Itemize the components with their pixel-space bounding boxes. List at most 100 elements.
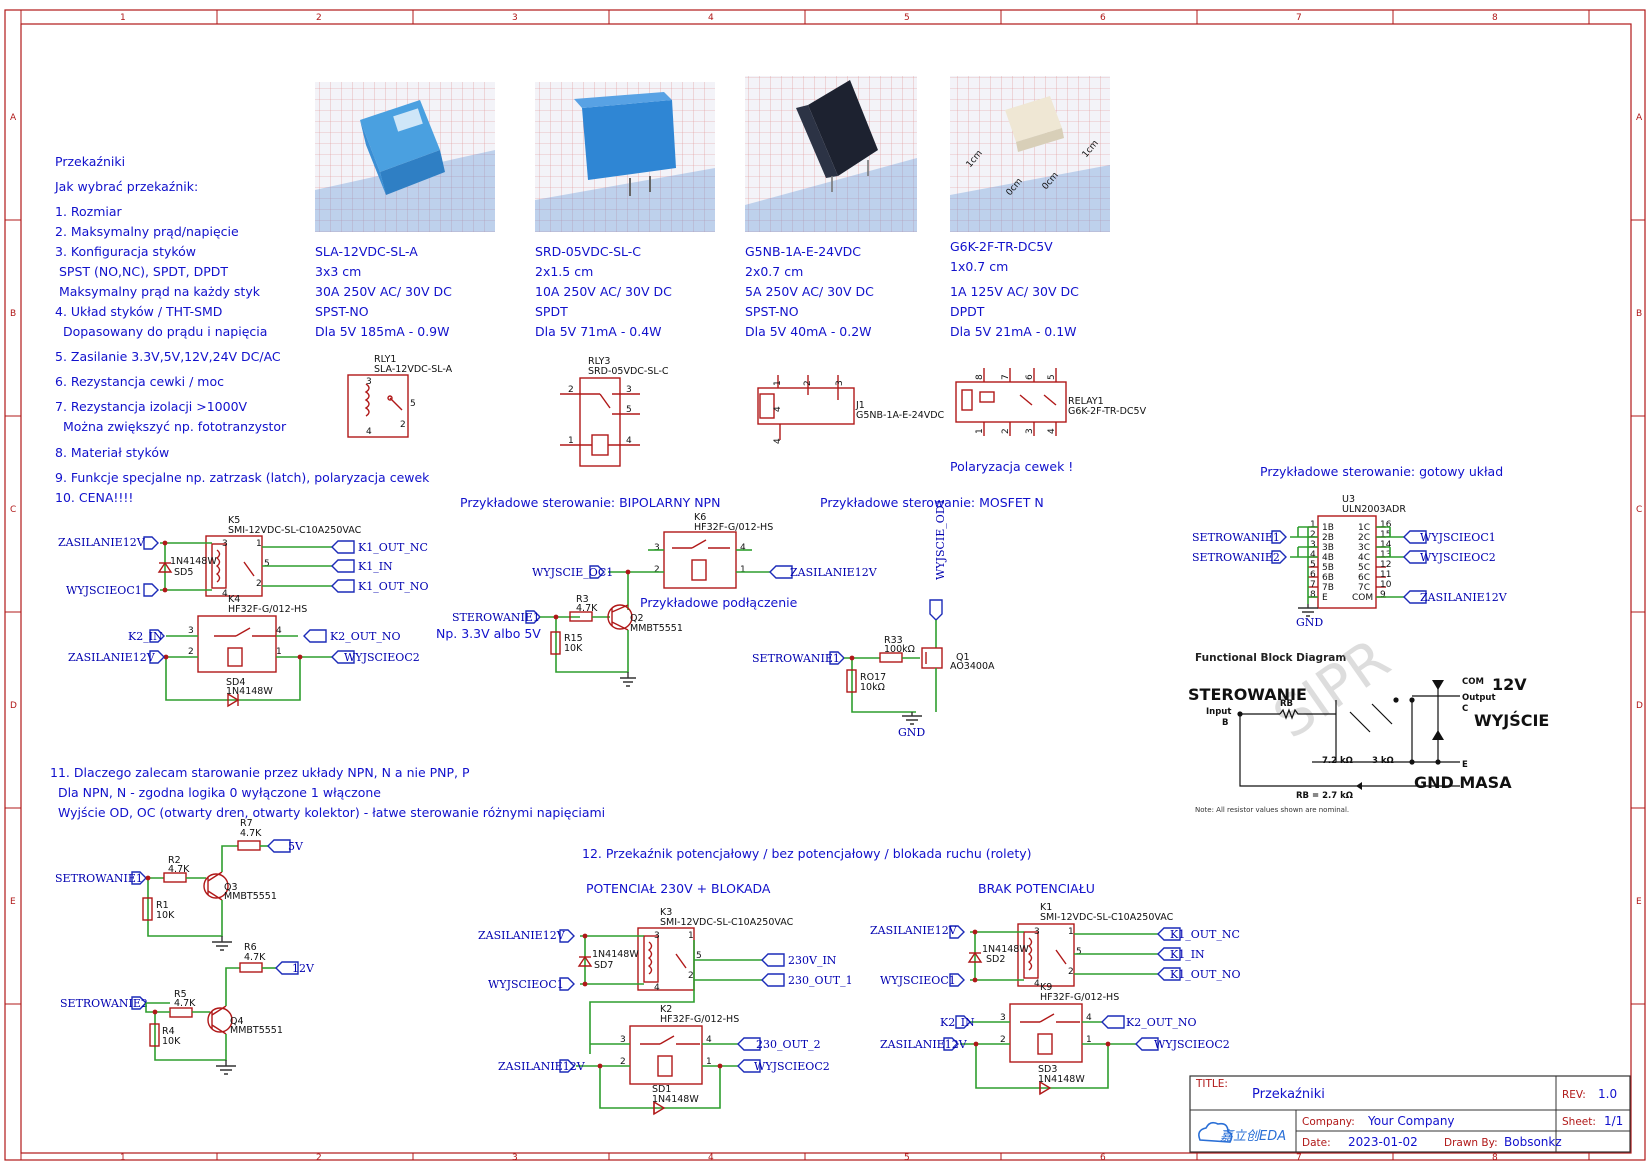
svg-text:Q1: Q1 <box>956 652 970 663</box>
svg-text:K1_OUT_NC: K1_OUT_NC <box>358 541 428 554</box>
col-label: 6 <box>1100 13 1106 23</box>
svg-text:3: 3 <box>835 380 845 386</box>
svg-text:1N4148W: 1N4148W <box>982 944 1029 955</box>
svg-text:3 kΩ: 3 kΩ <box>1372 756 1394 766</box>
row-label: B <box>10 309 16 319</box>
functional-block-diagram: Functional Block Diagram SIPR COM Output… <box>1188 627 1549 814</box>
svg-text:SMI-12VDC-SL-C10A250VAC: SMI-12VDC-SL-C10A250VAC <box>1040 912 1174 923</box>
svg-text:WYJŚCIE: WYJŚCIE <box>1474 711 1549 730</box>
svg-text:K1: K1 <box>1040 902 1052 913</box>
symbol-j1: 1 2 3 4 4 J1 G5NB-1A-E-24VDC <box>757 375 945 444</box>
svg-text:WYJSCIEOC2: WYJSCIEOC2 <box>1420 551 1496 564</box>
svg-text:8: 8 <box>975 374 985 380</box>
svg-text:Q4: Q4 <box>230 1016 244 1027</box>
svg-text:K1_OUT_NC: K1_OUT_NC <box>1170 928 1240 941</box>
svg-text:R1: R1 <box>156 900 169 911</box>
svg-text:Np. 3.3V albo 5V: Np. 3.3V albo 5V <box>436 626 541 641</box>
row-label: C <box>10 505 16 515</box>
title-label: TITLE: <box>1195 1078 1228 1090</box>
relay-specs-4: G6K-2F-TR-DC5V 1x0.7 cm 1A 125V AC/ 30V … <box>950 239 1079 339</box>
svg-text:R3: R3 <box>576 594 589 605</box>
npn-driver-1: SETROWANIE1 R2 4.7K Q3 MMBT5551 R1 10K R… <box>55 818 304 951</box>
col-label: 4 <box>708 1153 714 1163</box>
note-item: SPST (NO,NC), SPDT, DPDT <box>55 264 228 279</box>
svg-text:GND MASA: GND MASA <box>1414 773 1512 792</box>
svg-text:GND: GND <box>898 726 925 739</box>
svg-text:4: 4 <box>366 427 372 437</box>
svg-text:1A 125V AC/ 30V DC: 1A 125V AC/ 30V DC <box>950 284 1079 299</box>
svg-text:7B: 7B <box>1322 583 1334 593</box>
svg-text:R33: R33 <box>884 635 903 646</box>
svg-text:Input: Input <box>1206 707 1231 717</box>
svg-text:WYJSCIEOC1: WYJSCIEOC1 <box>66 584 142 597</box>
svg-text:11. Dlaczego zalecam starowani: 11. Dlaczego zalecam starowanie przez uk… <box>50 765 470 780</box>
svg-text:ZASILANIE12V: ZASILANIE12V <box>68 651 156 664</box>
svg-text:R7: R7 <box>240 818 253 829</box>
svg-text:WYJSCIEOC1: WYJSCIEOC1 <box>488 978 564 991</box>
svg-text:2: 2 <box>1068 967 1074 977</box>
svg-text:Q2: Q2 <box>630 613 644 624</box>
svg-text:1: 1 <box>688 931 694 941</box>
svg-text:Dla 5V 40mA - 0.2W: Dla 5V 40mA - 0.2W <box>745 324 872 339</box>
svg-text:J1: J1 <box>855 400 865 411</box>
svg-text:5: 5 <box>696 951 702 961</box>
svg-text:SPST-NO: SPST-NO <box>315 304 369 319</box>
note-item: 5. Zasilanie 3.3V,5V,12V,24V DC/AC <box>55 349 281 364</box>
svg-text:4.7K: 4.7K <box>244 952 266 963</box>
svg-text:3: 3 <box>654 543 660 553</box>
col-label: 2 <box>316 13 322 23</box>
svg-text:4: 4 <box>276 626 282 636</box>
svg-text:230_OUT_1: 230_OUT_1 <box>788 974 853 987</box>
svg-text:G5NB-1A-E-24VDC: G5NB-1A-E-24VDC <box>856 410 945 421</box>
notes-block: Przekaźniki Jak wybrać przekaźnik: 1. Ro… <box>54 154 430 505</box>
svg-text:SLA-12VDC-SL-A: SLA-12VDC-SL-A <box>374 364 453 375</box>
svg-text:4: 4 <box>222 589 228 599</box>
svg-text:ZASILANIE12V: ZASILANIE12V <box>478 929 566 942</box>
row-label: D <box>10 701 17 711</box>
heading-ready: Przykładowe sterowanie: gotowy układ <box>1260 464 1503 479</box>
svg-text:5B: 5B <box>1322 563 1334 573</box>
svg-text:COM: COM <box>1352 593 1373 603</box>
svg-text:4.7K: 4.7K <box>168 864 190 875</box>
svg-text:G5NB-1A-E-24VDC: G5NB-1A-E-24VDC <box>745 244 861 259</box>
svg-text:MMBT5551: MMBT5551 <box>630 623 683 634</box>
circuit-mosfet: WYJSCIE_OD1 SETROWANIE1 R33 100kΩ Q1 AO3… <box>752 498 995 739</box>
svg-text:DPDT: DPDT <box>950 304 985 319</box>
svg-text:1N4148W: 1N4148W <box>170 556 217 567</box>
svg-text:1: 1 <box>1086 1035 1092 1045</box>
svg-text:2: 2 <box>188 647 194 657</box>
svg-text:SPST-NO: SPST-NO <box>745 304 799 319</box>
svg-text:4: 4 <box>773 406 783 412</box>
svg-text:1: 1 <box>256 539 262 549</box>
svg-text:2C: 2C <box>1358 533 1370 543</box>
svg-text:WYJSCIE_OD1: WYJSCIE_OD1 <box>934 498 947 580</box>
row-label: B <box>1636 309 1642 319</box>
svg-text:SD4: SD4 <box>226 677 245 688</box>
svg-text:RELAY1: RELAY1 <box>1068 396 1104 407</box>
svg-text:MMBT5551: MMBT5551 <box>224 891 277 902</box>
svg-text:5: 5 <box>626 405 632 415</box>
svg-text:4.7K: 4.7K <box>174 998 196 1009</box>
svg-text:RB = 2.7 kΩ: RB = 2.7 kΩ <box>1296 791 1353 801</box>
svg-text:3: 3 <box>1000 1013 1006 1023</box>
svg-text:7.2 kΩ: 7.2 kΩ <box>1322 756 1353 766</box>
svg-text:3: 3 <box>1034 927 1040 937</box>
svg-text:3: 3 <box>1310 540 1316 550</box>
eda-logo: 嘉立创EDA <box>1220 1129 1286 1144</box>
heading-bipolar: Przykładowe sterowanie: BIPOLARNY NPN <box>460 495 720 510</box>
svg-text:G6K-2F-TR-DC5V: G6K-2F-TR-DC5V <box>1068 406 1147 417</box>
col-label: 8 <box>1492 13 1498 23</box>
svg-text:1N4148W: 1N4148W <box>226 686 273 697</box>
svg-text:1: 1 <box>773 380 783 386</box>
row-label: A <box>10 113 17 123</box>
circuit-k1-k9: K1 SMI-12VDC-SL-C10A250VAC 3 1 5 2 4 1N4… <box>870 902 1241 1096</box>
svg-text:1: 1 <box>740 565 746 575</box>
svg-text:4.7K: 4.7K <box>576 603 598 614</box>
svg-text:2: 2 <box>803 380 813 386</box>
svg-text:RLY1: RLY1 <box>374 354 396 365</box>
svg-text:2: 2 <box>654 565 660 575</box>
svg-text:4: 4 <box>1047 428 1057 434</box>
svg-text:230V_IN: 230V_IN <box>788 954 837 967</box>
svg-text:SETROWANIE2: SETROWANIE2 <box>60 997 148 1010</box>
svg-text:SETROWANIE1: SETROWANIE1 <box>752 652 840 665</box>
